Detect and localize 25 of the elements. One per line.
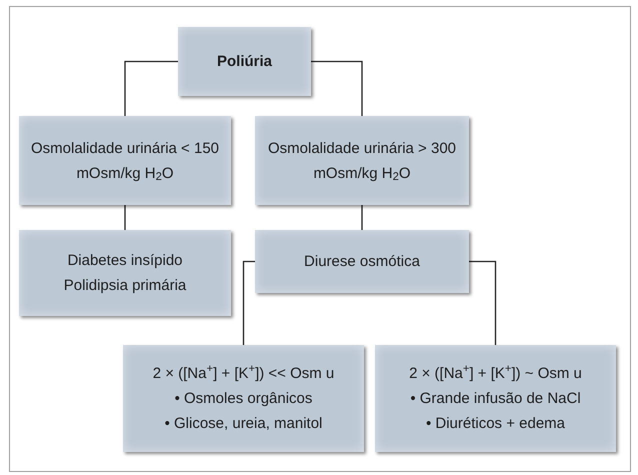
connector-line <box>469 260 496 345</box>
box-text: Polidipsia primária <box>64 276 186 296</box>
connector-line <box>242 260 255 345</box>
connector-line <box>361 205 363 230</box>
connector-line <box>124 205 126 230</box>
process-box <box>255 230 469 293</box>
box-text: 2 × ([Na$^{+}$] + [K$^{+}$]) ~ Osm u <box>409 362 582 384</box>
process-box <box>19 230 231 316</box>
box-text: Osmolalidade urinária > 300 mOsm/kg H$_{2}$O <box>266 138 458 186</box>
connector-line <box>124 60 178 116</box>
box-text: • Osmoles orgânicos <box>174 389 312 409</box>
box-text: • Grande infusão de NaCl <box>410 389 581 409</box>
process-box <box>178 27 311 96</box>
process-box <box>19 116 231 205</box>
connector-line <box>311 60 363 116</box>
box-text: 2 × ([Na$^{+}$] + [K$^{+}$]) << Osm u <box>152 362 334 384</box>
box-text: Diurese osmótica <box>304 252 420 272</box>
process-box <box>255 116 469 205</box>
process-box <box>375 345 616 452</box>
box-text: • Diuréticos + edema <box>426 414 566 434</box>
box-text: Osmolalidade urinária < 150 mOsm/kg H$_{2}$O <box>30 138 220 186</box>
process-box <box>123 345 364 452</box>
box-text: Diabetes insípido <box>67 251 183 271</box>
box-text: • Glicose, ureia, manitol <box>164 414 322 434</box>
box-text: Poliúria <box>216 52 272 72</box>
